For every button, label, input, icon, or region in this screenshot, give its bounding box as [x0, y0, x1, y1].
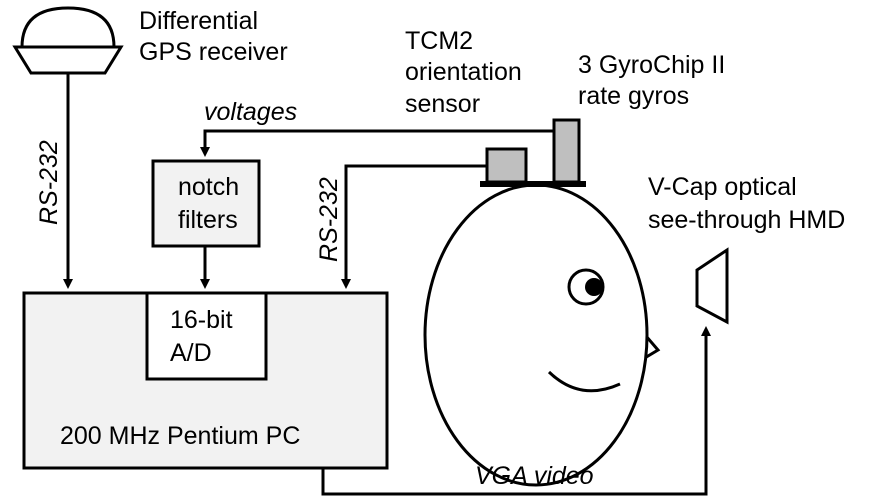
gyro-sensor-box	[552, 118, 581, 184]
sensor-mount	[480, 181, 586, 187]
gps-receiver-icon	[12, 6, 124, 75]
head-illustration	[423, 183, 661, 487]
ad-label-line2: A/D	[170, 339, 212, 367]
notch-label-line1: notch	[178, 173, 240, 201]
pc-label: 200 MHz Pentium PC	[60, 422, 301, 450]
notch-filters-box	[151, 159, 261, 248]
voltages-line	[200, 129, 554, 157]
tcm2-sensor-box	[485, 147, 528, 184]
vga-video-line	[321, 326, 711, 496]
gps-label-line2: GPS receiver	[139, 38, 288, 66]
hmd-optic-icon	[695, 247, 729, 325]
tcm2-label-line1: TCM2	[405, 27, 474, 55]
rs232-left-label: RS-232	[35, 140, 63, 225]
tcm2-to-pc-line	[341, 164, 487, 289]
notch-label-line2: filters	[178, 206, 238, 234]
tcm2-label-line2: orientation	[405, 58, 522, 86]
vcap-label-line1: V-Cap optical	[648, 173, 797, 201]
ad-label-line1: 16-bit	[170, 306, 233, 334]
voltages-label: voltages	[204, 98, 298, 126]
gyro-label-line2: rate gyros	[578, 82, 690, 110]
ad-box	[145, 291, 268, 381]
vga-video-label: VGA video	[475, 462, 594, 490]
mouth	[547, 370, 621, 393]
gyro-label-line1: 3 GyroChip II	[578, 51, 726, 79]
gps-label-line1: Differential	[139, 7, 259, 35]
tcm2-label-line3: sensor	[405, 90, 481, 118]
rs232-mid-label: RS-232	[315, 177, 343, 262]
vcap-label-line2: see-through HMD	[648, 206, 846, 234]
